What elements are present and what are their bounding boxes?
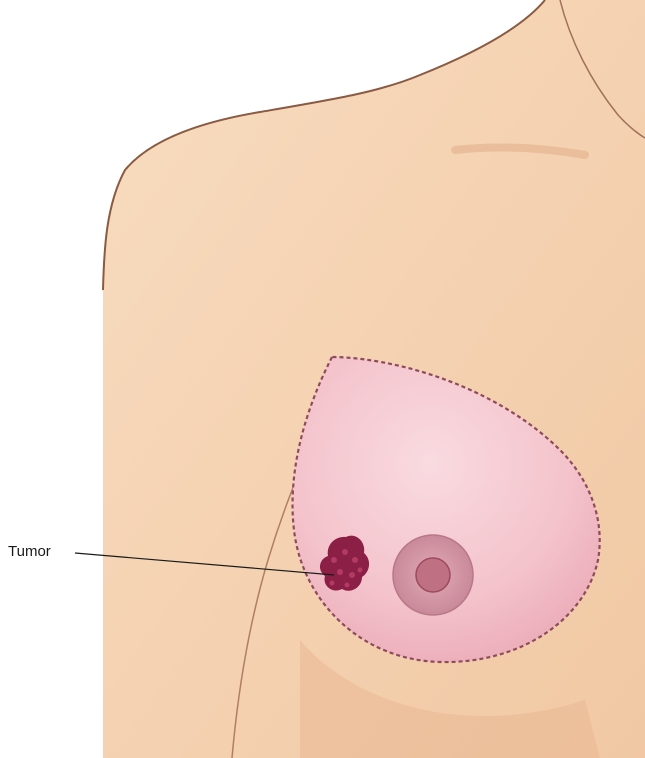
nipple xyxy=(416,558,450,592)
tumor-label: Tumor xyxy=(8,543,51,561)
